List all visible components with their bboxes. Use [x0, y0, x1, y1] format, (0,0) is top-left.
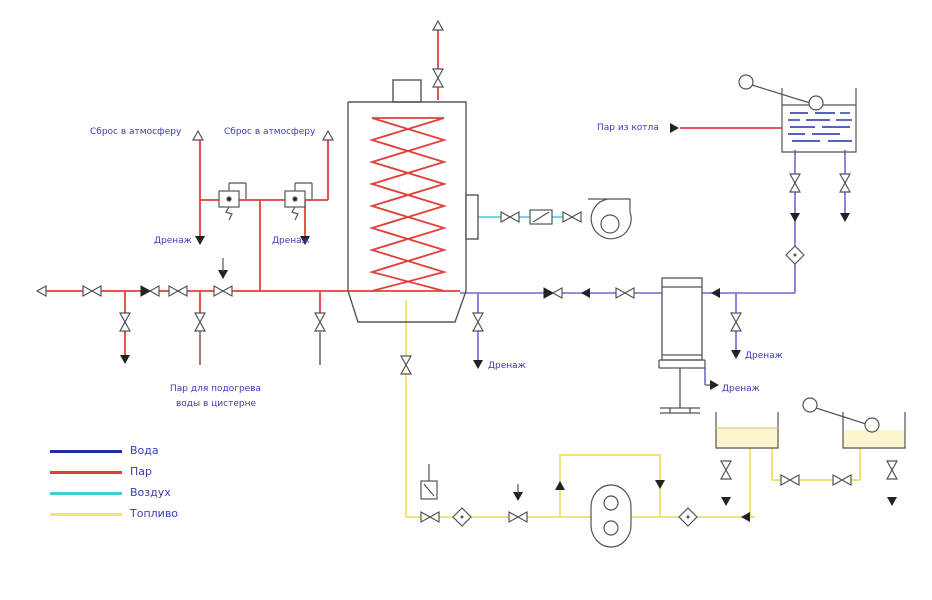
feed-tank: [738, 74, 857, 153]
legend-fuel-line: [50, 513, 122, 516]
vent-atm-right-label: Сброс в атмосферу: [224, 127, 316, 137]
legend-air-line: [50, 492, 122, 495]
air-damper: [529, 209, 553, 225]
fan: [588, 198, 632, 240]
water-lines: [460, 150, 846, 385]
vent-atm-left-label: Сброс в атмосферу: [90, 127, 182, 137]
steam-tank-heating-label-2: воды в цистерне: [176, 399, 257, 409]
boiler: [347, 79, 479, 323]
legend-air-label: Воздух: [130, 486, 171, 499]
steam-tank-heating-label-1: Пар для подогрева: [170, 384, 262, 394]
legend-steam-line: [50, 471, 122, 474]
heat-exchanger: [658, 277, 706, 414]
fuel-pump: [590, 484, 632, 548]
valves: [82, 68, 898, 527]
legend-steam-label: Пар: [130, 465, 152, 478]
drain-mid-label: Дренаж: [272, 236, 310, 246]
drain-exchanger-bottom-label: Дренаж: [722, 384, 760, 394]
fuel-tanks: [715, 397, 906, 449]
drain-left-label: Дренаж: [154, 236, 192, 246]
legend-fuel-label: Топливо: [130, 507, 179, 520]
fuel-lines: [405, 300, 861, 518]
drain-boiler-label: Дренаж: [488, 361, 526, 371]
drain-exchanger-right-label: Дренаж: [745, 351, 783, 361]
fuel-meter: [420, 464, 438, 500]
pressure-regulators: [218, 182, 313, 221]
legend-water-line: [50, 450, 122, 453]
legend-water-label: Вода: [130, 444, 159, 457]
steam-to-tank-label: Пар из котла: [597, 123, 659, 133]
